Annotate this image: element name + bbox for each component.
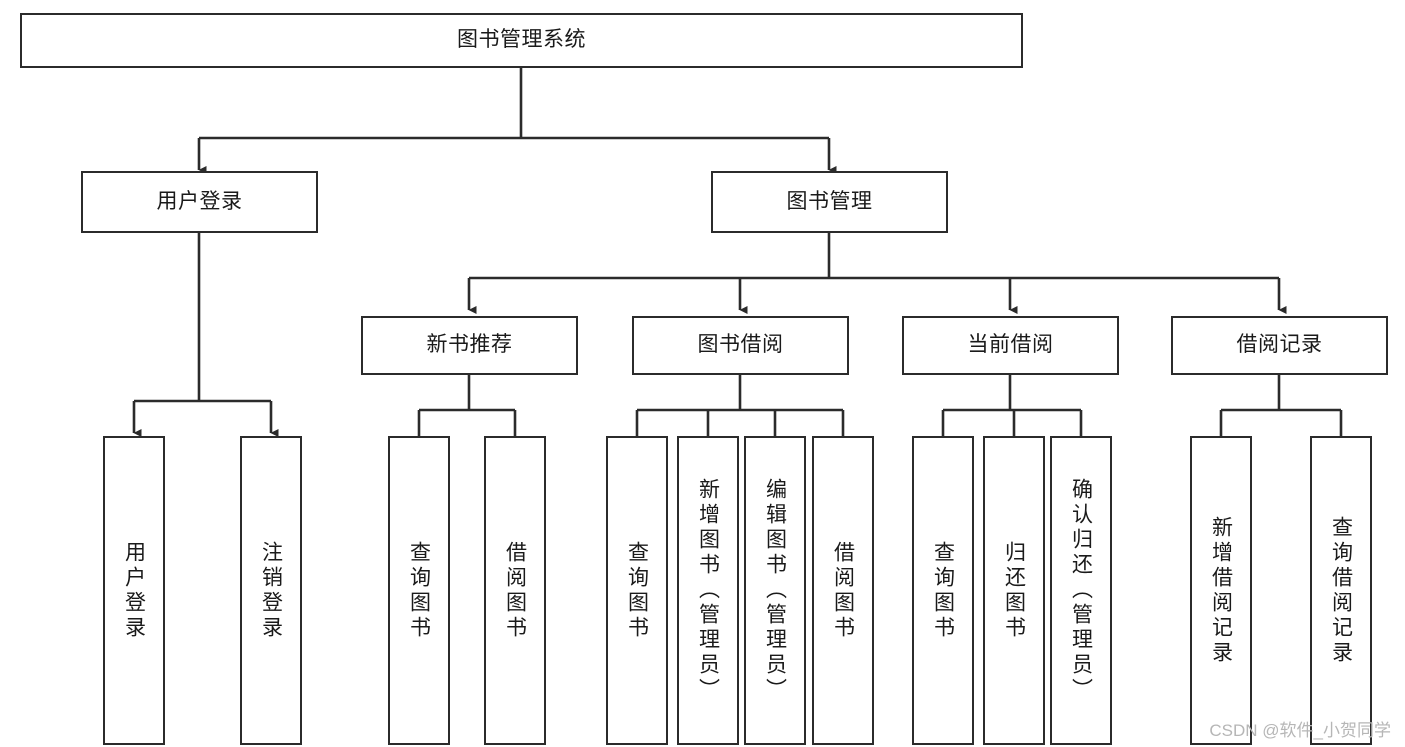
node-leaf-10[interactable]: 确认归还（管理员） [1050,436,1112,745]
node-label: 编辑图书（管理员） [763,478,787,703]
node-leaf-7[interactable]: 借阅图书 [812,436,874,745]
node-level3-3[interactable]: 借阅记录 [1171,316,1388,375]
node-label: 图书借阅 [697,333,784,357]
node-label: 借阅图书 [503,540,527,641]
node-label: 借阅图书 [831,540,855,641]
node-label: 借阅记录 [1236,333,1323,357]
node-level3-1[interactable]: 图书借阅 [632,316,849,375]
node-label: 归还图书 [1002,540,1026,641]
node-label: 新增借阅记录 [1209,515,1233,666]
node-label: 新书推荐 [426,333,513,357]
node-level3-0[interactable]: 新书推荐 [361,316,578,375]
node-leaf-0[interactable]: 用户登录 [103,436,165,745]
node-level2-1[interactable]: 图书管理 [711,171,948,233]
node-leaf-9[interactable]: 归还图书 [983,436,1045,745]
node-label: 图书管理系统 [457,28,586,52]
node-leaf-12[interactable]: 查询借阅记录 [1310,436,1372,745]
node-level2-0[interactable]: 用户登录 [81,171,318,233]
node-label: 当前借阅 [967,333,1054,357]
node-leaf-1[interactable]: 注销登录 [240,436,302,745]
node-leaf-11[interactable]: 新增借阅记录 [1190,436,1252,745]
node-root[interactable]: 图书管理系统 [20,13,1023,68]
node-leaf-2[interactable]: 查询图书 [388,436,450,745]
node-label: 用户登录 [156,189,243,213]
node-label: 查询图书 [407,540,431,641]
node-label: 确认归还（管理员） [1069,478,1093,703]
node-label: 查询图书 [931,540,955,641]
node-leaf-5[interactable]: 新增图书（管理员） [677,436,739,745]
node-leaf-6[interactable]: 编辑图书（管理员） [744,436,806,745]
node-level3-2[interactable]: 当前借阅 [902,316,1119,375]
node-leaf-8[interactable]: 查询图书 [912,436,974,745]
node-label: 注销登录 [259,540,283,641]
node-leaf-4[interactable]: 查询图书 [606,436,668,745]
node-label: 新增图书（管理员） [696,478,720,703]
node-leaf-3[interactable]: 借阅图书 [484,436,546,745]
node-label: 查询图书 [625,540,649,641]
node-label: 图书管理 [786,189,873,213]
node-label: 查询借阅记录 [1329,515,1353,666]
node-label: 用户登录 [122,540,146,641]
